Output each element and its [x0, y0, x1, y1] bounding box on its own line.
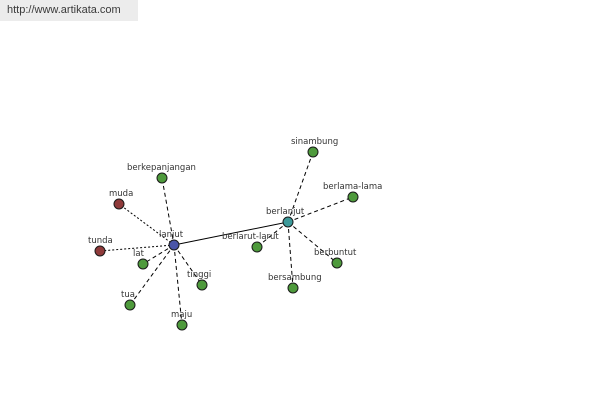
edge-lanjut-tinggi [173, 244, 203, 286]
node-label-berlarut-larut[interactable]: berlarut-larut [222, 232, 279, 242]
site-url[interactable]: http://www.artikata.com [0, 0, 138, 21]
node-bersambung[interactable] [287, 282, 299, 294]
node-tunda[interactable] [94, 245, 106, 257]
graph-nodes [94, 146, 359, 331]
node-sinambung[interactable] [307, 146, 319, 158]
edge-berlanjut-berbuntut [287, 221, 338, 264]
edge-lanjut-berlanjut [173, 221, 289, 246]
edge-berlanjut-berlama-lama [287, 196, 354, 223]
node-berlarut-larut[interactable] [251, 241, 263, 253]
node-label-tinggi[interactable]: tinggi [187, 270, 211, 280]
node-lanjut[interactable] [168, 239, 180, 251]
graph-edges [99, 151, 354, 326]
node-label-bersambung[interactable]: bersambung [268, 273, 322, 283]
node-berlama-lama[interactable] [347, 191, 359, 203]
node-label-tua[interactable]: tua [121, 290, 135, 300]
node-berlanjut[interactable] [282, 216, 294, 228]
node-label-sinambung[interactable]: sinambung [291, 137, 338, 147]
node-label-berbuntut[interactable]: berbuntut [314, 248, 357, 258]
edge-lanjut-berkepanjangan [161, 177, 175, 246]
node-label-berlama-lama[interactable]: berlama-lama [323, 182, 382, 192]
edge-lanjut-tunda [99, 244, 175, 252]
graph-labels: lanjut berlanjut berkepanjangan muda tunda la… [88, 137, 382, 320]
edge-lanjut-muda [118, 203, 175, 246]
node-berkepanjangan[interactable] [156, 172, 168, 184]
node-label-maju[interactable]: maju [171, 310, 192, 320]
node-label-muda[interactable]: muda [109, 189, 133, 199]
node-muda[interactable] [113, 198, 125, 210]
node-tua[interactable] [124, 299, 136, 311]
node-label-lanjut[interactable]: lanjut [159, 230, 184, 240]
node-lat[interactable] [137, 258, 149, 270]
node-label-berlanjut[interactable]: berlanjut [266, 207, 305, 217]
node-label-tunda[interactable]: tunda [88, 236, 113, 246]
node-maju[interactable] [176, 319, 188, 331]
edge-lanjut-lat [142, 244, 175, 265]
node-label-lat[interactable]: lat [133, 249, 145, 259]
edge-berlanjut-sinambung [287, 151, 314, 223]
node-label-berkepanjangan[interactable]: berkepanjangan [127, 163, 196, 173]
edge-lanjut-tua [129, 244, 175, 306]
node-berbuntut[interactable] [331, 257, 343, 269]
edge-lanjut-maju [173, 244, 183, 326]
node-tinggi[interactable] [196, 279, 208, 291]
